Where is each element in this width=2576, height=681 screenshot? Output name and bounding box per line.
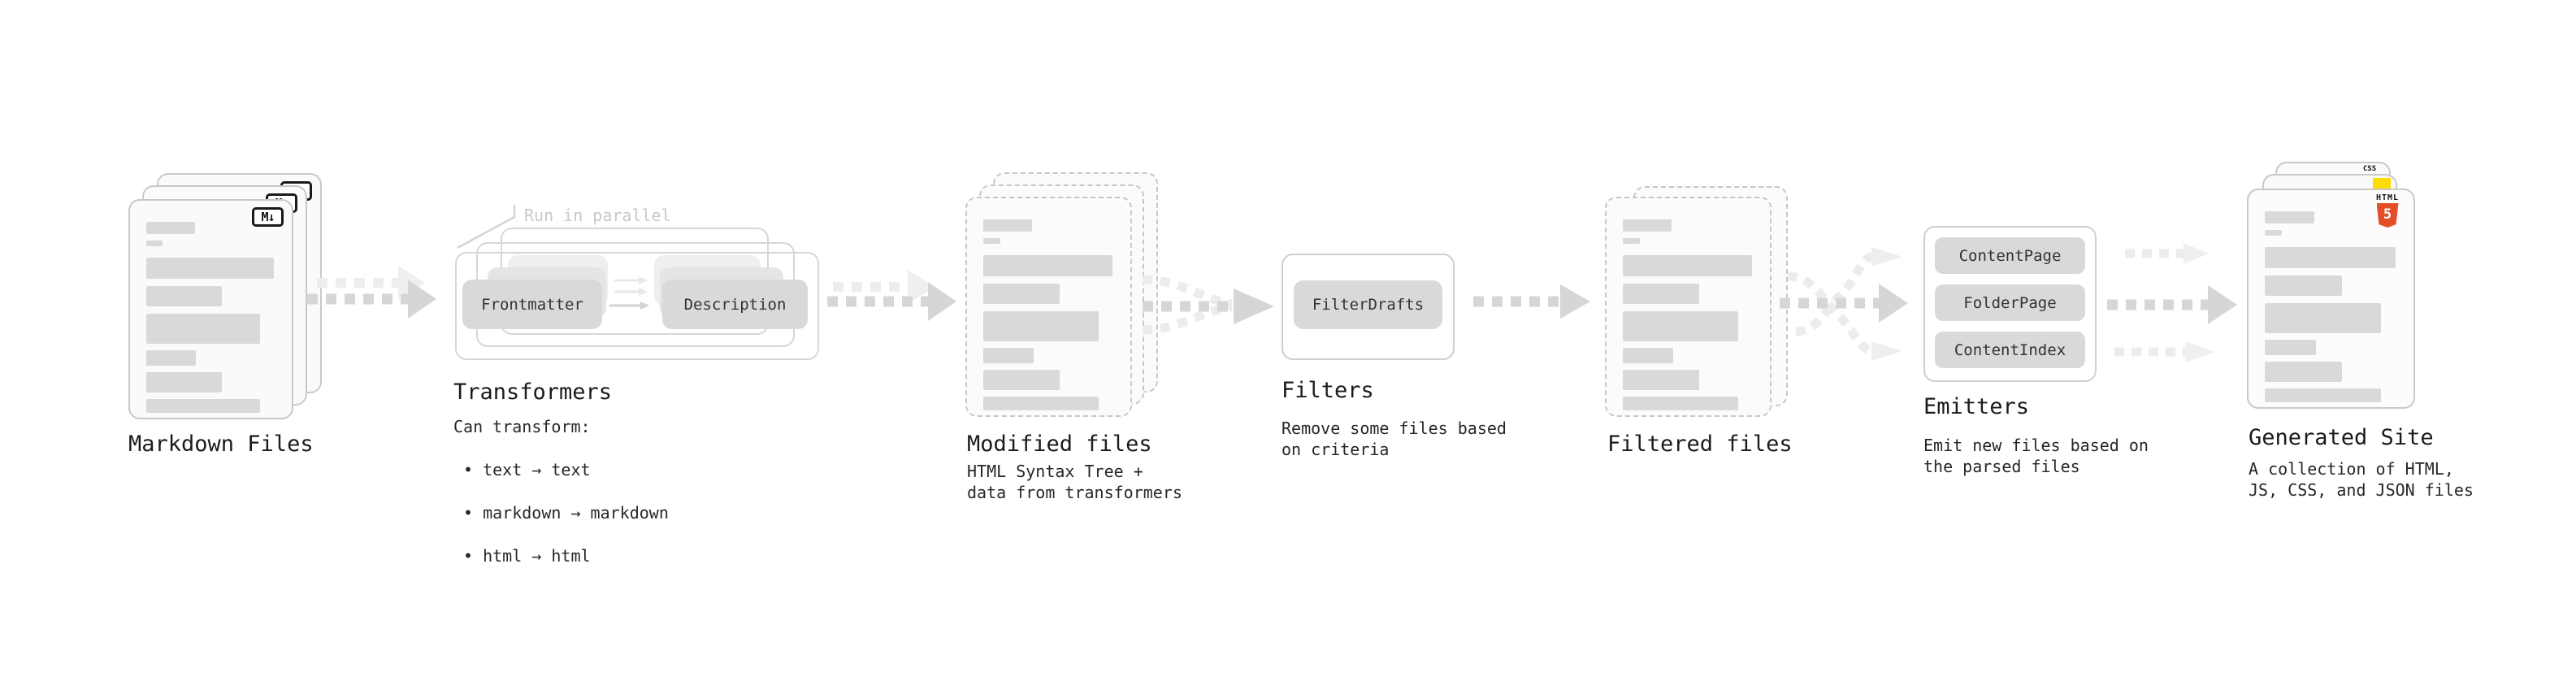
stage-label-emitters: Emitters (1923, 394, 2030, 419)
text-placeholder-bar (146, 399, 260, 413)
arrow-emitters-to-site (2107, 243, 2237, 362)
stage-label-markdown-files: Markdown Files (128, 432, 314, 457)
emitter-folderpage-pill: FolderPage (1935, 284, 2085, 321)
text-placeholder-bar (1623, 219, 1672, 232)
markdown-icon: M↓ (252, 207, 284, 227)
text-placeholder-bar (1623, 238, 1640, 244)
text-placeholder-bar (146, 241, 163, 246)
emitter-contentpage-pill: ContentPage (1935, 237, 2085, 274)
text-placeholder-bar (146, 350, 197, 366)
transformers-list-heading: Can transform: (453, 417, 591, 436)
annotation-leader-line (457, 205, 516, 249)
stage-label-modified-files: Modified files (967, 432, 1152, 457)
text-placeholder-bar (2265, 388, 2382, 402)
text-placeholder-bar (1623, 311, 1738, 341)
arrow-modified-to-filters (1142, 275, 1274, 335)
text-placeholder-bar (2265, 247, 2396, 268)
text-placeholder-bar (983, 348, 1034, 363)
transformer-description-pill: Description (662, 280, 808, 329)
text-placeholder-bar (983, 219, 1033, 232)
arrow-filtered-to-emitters (1780, 247, 1908, 361)
text-placeholder-bar (146, 222, 195, 234)
stage-label-generated-site: Generated Site (2249, 425, 2434, 450)
text-placeholder-bar (983, 238, 1000, 244)
text-placeholder-bar (983, 370, 1060, 390)
filtered-file-card-front (1605, 197, 1772, 417)
html5-icon: HTML 5 (2371, 193, 2404, 228)
text-placeholder-bar (1623, 348, 1673, 363)
css-icon-label: CSS (2362, 165, 2377, 173)
bullet-item: • markdown → markdown (463, 503, 669, 523)
stage-label-transformers: Transformers (453, 380, 613, 405)
text-placeholder-bar (146, 258, 274, 279)
stage-label-filtered-files: Filtered files (1607, 432, 1793, 457)
text-placeholder-bar (1623, 370, 1699, 390)
document-preview (983, 219, 1112, 410)
filters-description: Remove some files based on criteria (1281, 419, 1507, 459)
html5-icon-shield: 5 (2376, 203, 2399, 228)
text-placeholder-bar (2265, 275, 2342, 296)
bullet-item: • text → text (463, 460, 591, 479)
html5-icon-word: HTML (2375, 193, 2400, 202)
markdown-file-card-front: M↓ (128, 199, 293, 419)
run-in-parallel-annotation: Run in parallel (524, 206, 671, 225)
text-placeholder-bar (2265, 340, 2316, 355)
document-preview (2265, 211, 2396, 402)
text-placeholder-bar (983, 284, 1060, 304)
arrow-transformers-to-modified (827, 270, 956, 321)
emitter-contentindex-pill: ContentIndex (1935, 332, 2085, 368)
filter-drafts-pill: FilterDrafts (1294, 280, 1442, 329)
arrow-filters-to-filtered (1473, 284, 1590, 319)
text-placeholder-bar (146, 372, 222, 393)
transformer-flow-arrows (609, 276, 649, 310)
arrow-markdown-to-transformers (307, 266, 436, 319)
text-placeholder-bar (2265, 362, 2342, 382)
text-placeholder-bar (2265, 211, 2315, 223)
generated-site-description: A collection of HTML, JS, CSS, and JSON … (2249, 459, 2474, 500)
document-preview (146, 222, 274, 413)
transformer-layer-front (455, 252, 819, 360)
text-placeholder-bar (1623, 397, 1738, 410)
stage-label-filters: Filters (1281, 378, 1374, 403)
modified-files-description: HTML Syntax Tree + data from transformer… (967, 462, 1182, 502)
site-file-card-html: HTML 5 (2247, 189, 2415, 409)
transformer-frontmatter-pill: Frontmatter (462, 280, 602, 329)
emitters-description: Emit new files based on the parsed files (1923, 436, 2149, 476)
text-placeholder-bar (146, 286, 222, 306)
js-file-icon (2373, 178, 2391, 189)
document-preview (1623, 219, 1752, 410)
modified-file-card-front (965, 197, 1132, 417)
text-placeholder-bar (1623, 255, 1752, 276)
text-placeholder-bar (1623, 284, 1699, 304)
text-placeholder-bar (2265, 303, 2382, 333)
text-placeholder-bar (983, 311, 1099, 341)
transformers-bullet-list: • text → text • markdown → markdown • ht… (463, 438, 669, 588)
bullet-item: • html → html (463, 546, 591, 566)
text-placeholder-bar (983, 255, 1112, 276)
text-placeholder-bar (146, 314, 260, 344)
text-placeholder-bar (983, 397, 1099, 410)
text-placeholder-bar (2265, 230, 2282, 236)
